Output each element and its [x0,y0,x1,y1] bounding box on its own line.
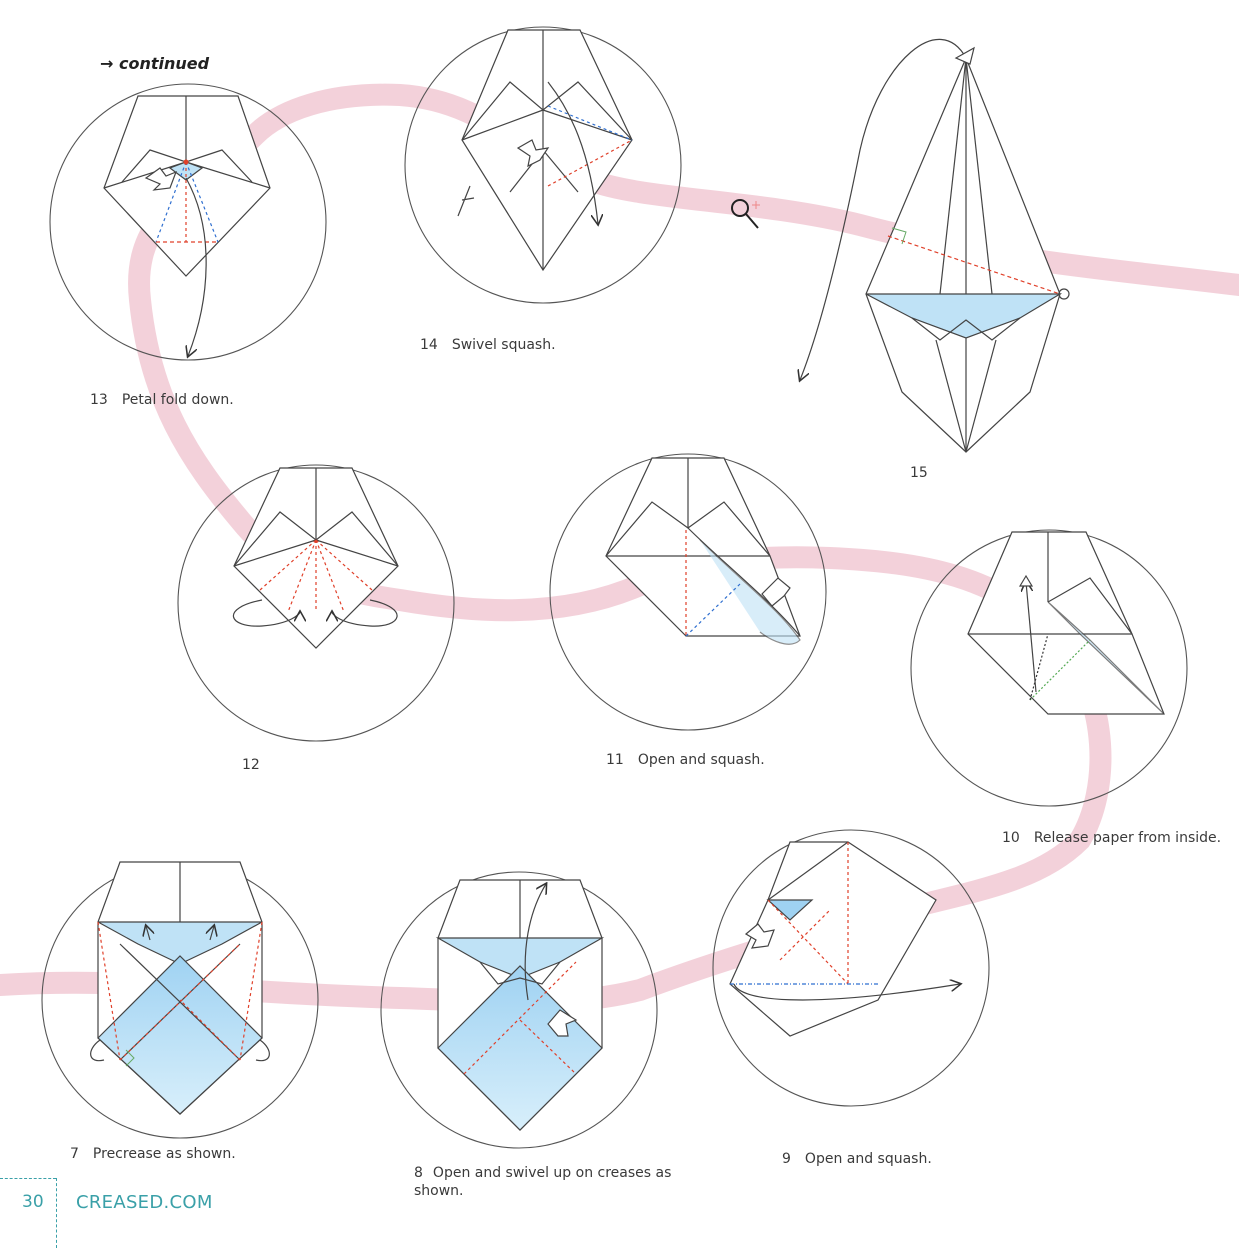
step-text: Precrease as shown. [92,1146,236,1162]
step-text: Open and squash. [804,1151,932,1167]
step-text: Open and swivel up on creases as shown. [414,1165,672,1199]
push-arrow-icon [744,923,775,949]
step-12-caption: 12 [242,756,274,774]
push-arrow-icon [547,1009,578,1037]
step-10-model [967,531,1165,715]
step-13-frame [49,83,327,361]
site-link[interactable]: CREASED.COM [76,1192,213,1213]
step-8-model [435,879,605,1131]
push-arrow-icon [516,139,550,168]
step-13-model [103,95,271,356]
step-11-caption: 11 Open and squash. [606,751,765,769]
repeat-arrow-icon [457,185,475,217]
step-14-frame [404,26,682,304]
continued-label: → continued [100,54,210,73]
step-12-frame [177,464,455,742]
footer-divider-horizontal [0,1178,56,1179]
step-7-caption: 7 Precrease as shown. [70,1145,236,1163]
step-14-model [457,29,633,272]
step-number: 8 [414,1165,423,1181]
step-8-frame [380,871,658,1149]
push-arrow-icon [144,167,178,191]
step-9-frame [712,829,990,1107]
step-text: Release paper from inside. [1033,830,1222,846]
step-9-caption: 9 Open and squash. [782,1150,932,1168]
step-11-model [605,457,801,645]
step-15-model [800,38,1070,453]
page-number: 30 [22,1192,44,1212]
step-number: 14 [420,337,438,353]
push-arrow-icon [761,577,791,607]
step-text: Petal fold down. [121,392,234,408]
step-text: Open and squash. [637,752,765,768]
step-15-caption: 15 [910,464,942,482]
step-number: 12 [242,757,260,773]
step-11-frame [549,453,827,731]
step-13-caption: 13 Petal fold down. [90,391,234,409]
step-number: 9 [782,1151,791,1167]
step-number: 10 [1002,830,1020,846]
step-number: 7 [70,1146,79,1162]
magnifier-icon [731,199,760,229]
step-10-caption: 10 Release paper from inside. [1002,829,1221,847]
step-number: 13 [90,392,108,408]
step-12-model [232,467,399,649]
step-number: 15 [910,465,928,481]
step-10-frame [910,529,1188,807]
step-7-model [90,861,270,1115]
step-text: Swivel squash. [451,337,556,353]
step-number: 11 [606,752,624,768]
step-14-caption: 14 Swivel squash. [420,336,556,354]
step-9-model [729,841,960,1037]
footer-divider [56,1178,57,1248]
